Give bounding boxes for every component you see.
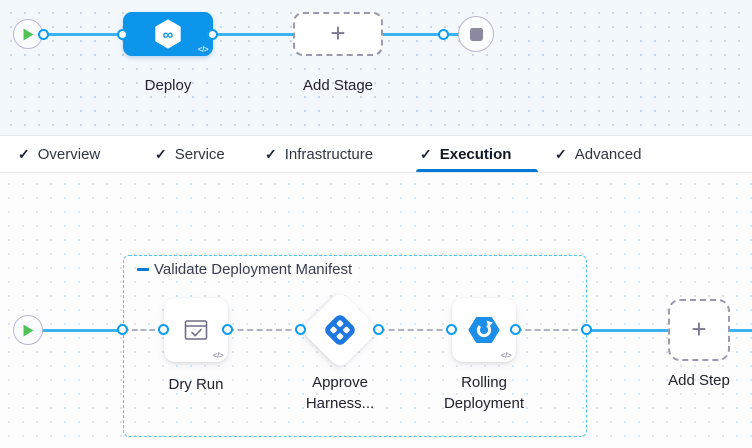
connector-line <box>28 33 476 36</box>
rolling-deployment-icon <box>468 317 500 343</box>
connector-port[interactable] <box>117 324 128 335</box>
tab-label: Execution <box>439 145 512 163</box>
tab-overview[interactable]: ✓ Overview <box>18 136 100 172</box>
step-group-validate-deployment-manifest[interactable]: Validate Deployment Manifest <box>123 255 587 437</box>
connector-line-dashed <box>228 329 301 331</box>
connector-line-dashed <box>123 329 164 331</box>
stage-config-tabbar: ✓ Overview ✓ Service ✓ Infrastructure ✓ … <box>0 135 752 173</box>
check-icon: ✓ <box>420 145 432 162</box>
connector-port[interactable] <box>373 324 384 335</box>
tab-service[interactable]: ✓ Service <box>155 136 225 172</box>
step-label-dry-run: Dry Run <box>168 376 224 393</box>
connector-line <box>28 329 123 332</box>
connector-port[interactable] <box>158 324 169 335</box>
step-rolling-deployment[interactable]: </> <box>452 298 516 362</box>
connector-port[interactable] <box>117 29 128 40</box>
connector-port[interactable] <box>295 324 306 335</box>
execution-canvas: Validate Deployment Manifest </> Dry Run <box>0 173 752 448</box>
add-stage-label: Add Stage <box>302 77 374 94</box>
code-view-icon: </> <box>500 351 512 360</box>
connector-port[interactable] <box>510 324 521 335</box>
play-icon <box>23 28 33 40</box>
step-label-approve-harness: Approve Harness... <box>305 374 375 412</box>
stage-pipeline-canvas: ∞ </> Deploy + Add Stage <box>0 0 752 135</box>
tab-label: Service <box>174 145 225 163</box>
harness-approval-icon <box>325 315 355 345</box>
connector-line-dashed <box>379 329 452 331</box>
code-view-icon: </> <box>212 351 224 360</box>
connector-port[interactable] <box>446 324 457 335</box>
connector-port[interactable] <box>222 324 233 335</box>
step-label-rolling-deployment: Rolling Deployment <box>443 374 525 412</box>
check-icon: ✓ <box>155 145 167 162</box>
check-icon: ✓ <box>555 145 567 162</box>
connector-port[interactable] <box>438 29 449 40</box>
dry-run-window-check-icon <box>184 320 208 340</box>
add-step-button[interactable]: + <box>668 299 730 361</box>
connector-line <box>587 329 668 332</box>
add-step-label: Add Step <box>668 372 730 389</box>
play-icon <box>23 324 33 336</box>
check-icon: ✓ <box>265 145 277 162</box>
connector-port[interactable] <box>38 29 49 40</box>
connector-port[interactable] <box>581 324 592 335</box>
cd-hexagon-infinity-icon: ∞ <box>155 19 181 49</box>
tab-label: Overview <box>37 145 101 163</box>
tab-label: Advanced <box>574 145 642 163</box>
connector-port[interactable] <box>207 29 218 40</box>
check-icon: ✓ <box>18 145 30 162</box>
tab-advanced[interactable]: ✓ Advanced <box>555 136 641 172</box>
step-approve-harness[interactable] <box>300 290 380 370</box>
step-dry-run[interactable]: </> <box>164 298 228 362</box>
step-group-label: Validate Deployment Manifest <box>154 261 353 278</box>
tab-infrastructure[interactable]: ✓ Infrastructure <box>265 136 373 172</box>
step-group-header[interactable]: Validate Deployment Manifest <box>137 261 352 278</box>
tab-label: Infrastructure <box>284 145 374 163</box>
stage-label-deploy: Deploy <box>144 77 192 94</box>
execution-start-node[interactable] <box>13 315 43 345</box>
collapse-icon[interactable] <box>137 268 149 271</box>
add-stage-button[interactable]: + <box>293 12 383 56</box>
code-view-icon: </> <box>197 45 209 54</box>
plus-icon: + <box>330 18 346 48</box>
stop-icon <box>469 27 483 41</box>
svg-text:∞: ∞ <box>163 27 174 44</box>
pipeline-end-node[interactable] <box>458 16 494 52</box>
plus-icon: + <box>691 314 707 344</box>
deploy-stage-node[interactable]: ∞ </> <box>123 12 213 56</box>
connector-line-dashed <box>516 329 587 331</box>
connector-line <box>730 329 752 332</box>
tab-execution[interactable]: ✓ Execution <box>415 136 539 172</box>
